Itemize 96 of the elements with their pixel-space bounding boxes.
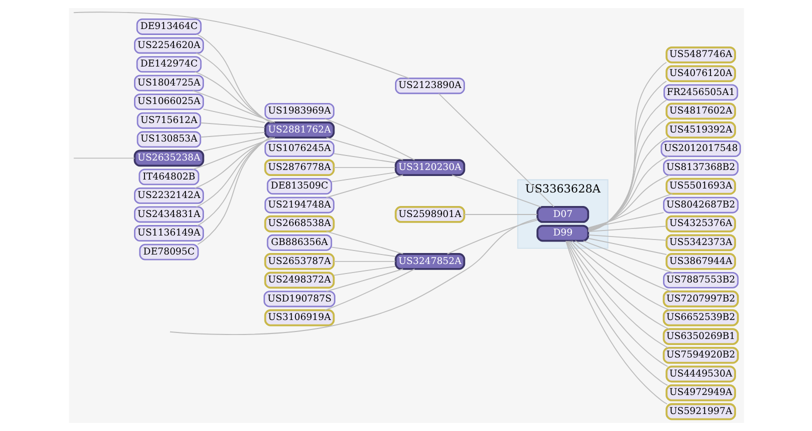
node-box: US2876778A	[264, 159, 334, 176]
node-box: US715612A	[136, 112, 201, 129]
connector	[202, 108, 265, 124]
node-box: US1076245A	[264, 140, 334, 157]
connector	[325, 268, 404, 292]
connector	[332, 260, 396, 262]
connector	[587, 226, 666, 232]
node-box: DE813509C	[266, 178, 332, 195]
connector	[438, 93, 554, 208]
connector	[325, 137, 404, 160]
node-box: US8042687B2	[662, 196, 738, 214]
node-box: US2498372A	[264, 272, 334, 289]
node-box: US2668538A	[264, 215, 334, 232]
connector	[574, 240, 672, 292]
connector	[332, 266, 396, 276]
node-box: US4325376A	[665, 215, 736, 232]
node-box: USD190787S	[263, 290, 335, 308]
node-box: D99	[536, 224, 589, 242]
connector	[587, 238, 666, 255]
node-box: US3106919A	[264, 309, 334, 326]
connector	[325, 231, 404, 254]
connector	[587, 234, 666, 241]
connector	[196, 137, 270, 226]
node-box: US6350269B1	[662, 328, 738, 345]
connector	[195, 137, 272, 208]
node-box: DE78095C	[138, 244, 198, 260]
connector	[570, 240, 670, 311]
connector	[587, 174, 670, 230]
connector	[195, 52, 272, 123]
connector	[446, 220, 538, 254]
connector	[582, 240, 674, 274]
connector	[325, 174, 404, 198]
node-box: US5501693A	[665, 178, 736, 195]
node-box: US2012017548	[660, 140, 740, 157]
connector	[72, 158, 135, 159]
node-box: US3867944A	[665, 252, 736, 270]
node-box: US7207997B2	[662, 290, 738, 308]
connector	[587, 193, 672, 228]
node-box: US2653787A	[264, 252, 334, 270]
connector	[72, 12, 410, 79]
node-box: US4972949A	[665, 384, 736, 402]
node-box: US1983969A	[264, 103, 334, 120]
node-box: US5487746A	[665, 46, 736, 64]
connector	[169, 218, 538, 335]
node-box: US3247852A	[394, 252, 465, 270]
node-box: GB886356A	[266, 234, 332, 251]
node-box: US1066025A	[134, 94, 204, 110]
connector	[192, 137, 275, 170]
connector	[450, 174, 541, 208]
node-box: DE913464C	[136, 18, 202, 35]
node-box: US6652539B2	[662, 309, 738, 326]
connector	[587, 212, 664, 229]
node-box: D07	[536, 206, 589, 223]
connector	[330, 246, 396, 257]
connector	[200, 122, 265, 128]
node-box: DE142974C	[136, 56, 202, 72]
node-box: US4817602A	[665, 102, 736, 120]
node-box: US7887553B2	[662, 272, 738, 288]
connector	[332, 153, 396, 164]
connector	[568, 240, 670, 330]
connector	[200, 132, 265, 138]
connector	[567, 240, 668, 348]
node-box: US1136149A	[134, 225, 204, 242]
node-box: US4076120A	[665, 65, 736, 82]
node-box: US7594920B2	[662, 346, 738, 364]
connector	[588, 137, 668, 231]
node-box: IT464802B	[138, 168, 199, 186]
connector	[194, 137, 273, 189]
node-box: FR2456505A1	[663, 84, 738, 101]
node-box: US2434831A	[134, 206, 204, 223]
connector	[202, 136, 265, 152]
node-box: US4519392A	[665, 122, 736, 138]
node-box: US2194748A	[264, 196, 334, 214]
connector	[194, 71, 273, 123]
node-box: US130853A	[136, 131, 201, 148]
node-box: US2881762A	[264, 122, 334, 138]
node-box: US1804725A	[134, 74, 204, 92]
node-box: US2598901A	[394, 206, 465, 223]
node-box: US4449530A	[665, 366, 736, 383]
node-box: US5921997A	[665, 403, 736, 420]
connector	[324, 268, 415, 311]
connector	[330, 172, 396, 182]
node-box: US2232142A	[134, 188, 204, 204]
node-box: US5342373A	[665, 234, 736, 252]
node-box: US2635238A	[133, 150, 204, 167]
connector	[196, 137, 270, 245]
connector	[192, 90, 275, 123]
connector	[196, 34, 270, 123]
node-box: US2254620A	[134, 37, 204, 54]
connector	[587, 156, 668, 230]
node-box: US3120230A	[394, 159, 465, 176]
node-box: US2123890A	[394, 78, 464, 94]
connector	[463, 214, 538, 215]
node-box: US8137368B2	[662, 159, 738, 176]
connector	[324, 118, 415, 160]
connector	[332, 167, 396, 168]
